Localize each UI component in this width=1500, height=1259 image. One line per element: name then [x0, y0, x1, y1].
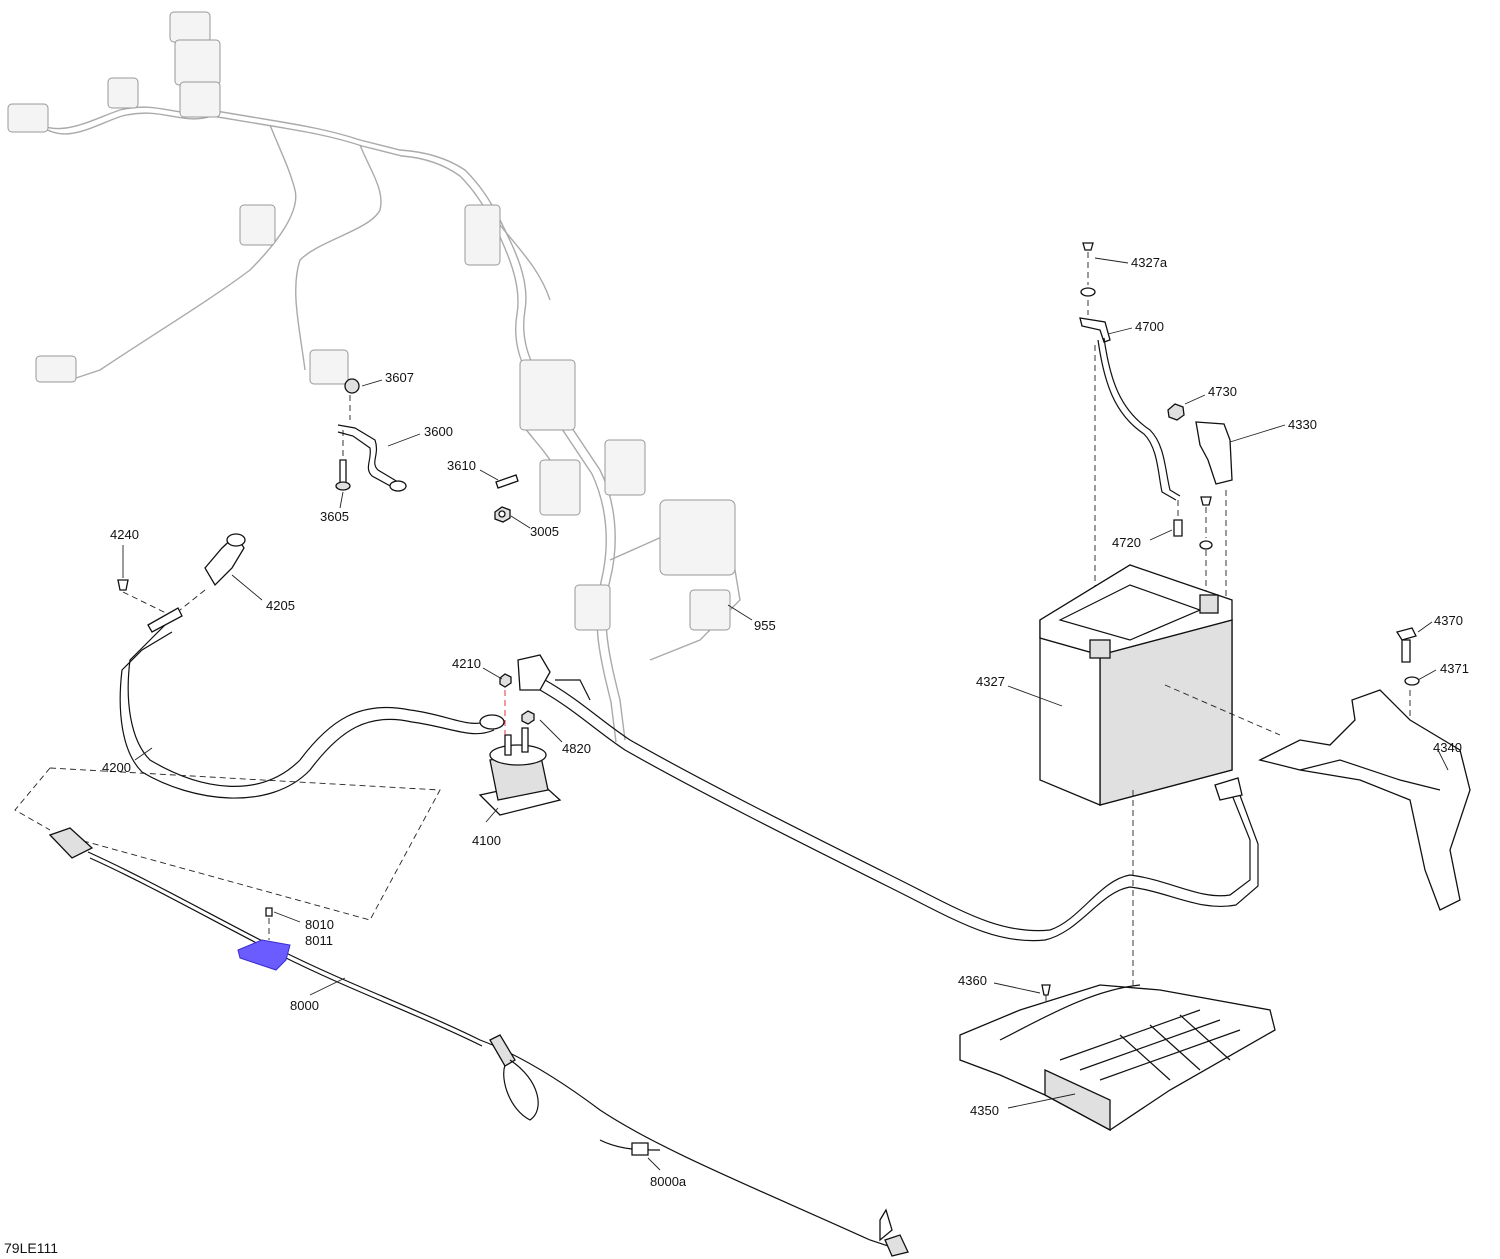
callout-4700: 4700 [1135, 319, 1164, 334]
callout-4350: 4350 [970, 1103, 999, 1118]
callout-4371: 4371 [1440, 661, 1469, 676]
callout-3607: 3607 [385, 370, 414, 385]
callout-3005: 3005 [530, 524, 559, 539]
callout-4370: 4370 [1434, 613, 1463, 628]
callout-4340: 4340 [1433, 740, 1462, 755]
ground-cable-3600 [335, 378, 407, 492]
callout-4330: 4330 [1288, 417, 1317, 432]
figure-id: 79LE111 [4, 1240, 58, 1256]
callout-3600: 3600 [424, 424, 453, 439]
callout-labels: 3607 3600 3610 3605 3005 4327a 4700 4730… [102, 255, 1469, 1189]
callout-4327: 4327 [976, 674, 1005, 689]
callout-8000a: 8000a [650, 1174, 687, 1189]
callout-4240: 4240 [110, 527, 139, 542]
callout-4100: 4100 [472, 833, 501, 848]
callout-4360: 4360 [958, 973, 987, 988]
callout-8011: 8011 [305, 933, 333, 948]
callout-3605: 3605 [320, 509, 349, 524]
battery-cable-4820 [517, 654, 1259, 942]
battery-tray-4350 [959, 984, 1276, 1132]
callout-4730: 4730 [1208, 384, 1237, 399]
callout-955: 955 [754, 618, 776, 633]
callout-4720: 4720 [1112, 535, 1141, 550]
callout-4820: 4820 [562, 741, 591, 756]
callout-4200: 4200 [102, 760, 131, 775]
bracket-4340 [1258, 627, 1471, 911]
harness-8000 [14, 767, 909, 1257]
leader-lines [122, 257, 1449, 1171]
callout-4327a: 4327a [1131, 255, 1168, 270]
starter-solenoid-4100 [478, 673, 562, 816]
callout-4210: 4210 [452, 656, 481, 671]
callout-4205: 4205 [266, 598, 295, 613]
starter-cable-4200 [117, 533, 505, 799]
callout-8010: 8010 [305, 917, 334, 932]
main-wiring-harness-ghost [7, 11, 741, 743]
screw-3610-nut-3005 [494, 474, 519, 523]
callout-8000: 8000 [290, 998, 319, 1013]
callout-3610: 3610 [447, 458, 476, 473]
battery-4327 [1039, 564, 1281, 985]
